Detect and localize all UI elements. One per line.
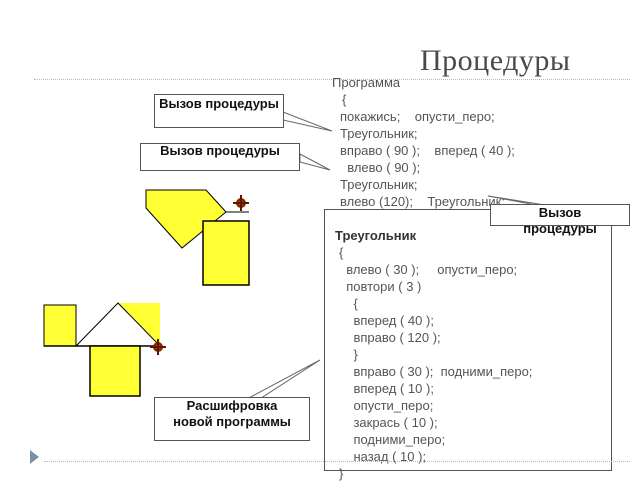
- drawing-bottom: [43, 302, 166, 397]
- square-bottom: [89, 345, 141, 397]
- program-line: Треугольник;: [340, 126, 418, 141]
- square-left: [43, 304, 77, 347]
- subroutine-line: {: [339, 245, 344, 260]
- subroutine-name: Треугольник: [335, 228, 417, 243]
- subroutine-line: подними_перо;: [339, 432, 446, 447]
- subroutine-box: [324, 209, 612, 471]
- program-line: влево (120); Треугольник;: [340, 194, 505, 209]
- subroutine-line: }: [339, 347, 358, 362]
- program-line: влево ( 90 );: [340, 160, 421, 175]
- program-line: {: [342, 92, 347, 107]
- program-line: покажись; опусти_перо;: [340, 109, 495, 124]
- pointer-call2: [299, 153, 331, 171]
- subroutine-line: влево ( 30 ); опусти_перо;: [339, 262, 518, 277]
- slide-nav-arrow-icon[interactable]: [30, 450, 39, 464]
- program-listing: Программа { покажись; опусти_перо; Треуг…: [332, 74, 515, 244]
- subroutine-line: вправо ( 30 ); подними_перо;: [339, 364, 533, 379]
- program-line: Программа: [332, 75, 401, 90]
- bottom-divider: [44, 461, 630, 462]
- subroutine-line: {: [339, 296, 358, 311]
- pointer-call1: [282, 111, 333, 132]
- program-line: Треугольник;: [340, 177, 418, 192]
- program-line: вправо ( 90 ); вперед ( 40 );: [340, 143, 515, 158]
- subroutine-line: вправо ( 120 );: [339, 330, 441, 345]
- subroutine-line: закрась ( 10 );: [339, 415, 438, 430]
- subroutine-line: опусти_перо;: [339, 398, 434, 413]
- slide-title: Процедуры: [420, 44, 571, 77]
- subroutine-line: }: [339, 466, 344, 481]
- turtle-icon: [233, 195, 249, 211]
- callout-procedure-call: Вызов процедуры: [140, 143, 300, 171]
- drawing-top: [145, 189, 250, 286]
- callout-decode-program: Расшифровка новой программы: [154, 397, 310, 441]
- callout-procedure-call: Вызов процедуры: [154, 94, 284, 128]
- title-divider: [34, 79, 630, 80]
- turtle-icon: [150, 339, 166, 355]
- square-top-right: [202, 220, 250, 286]
- pointer-decode: [244, 359, 321, 401]
- callout-procedure-call: Вызов процедуры: [490, 204, 630, 236]
- subroutine-line: повтори ( 3 ): [339, 279, 422, 294]
- subroutine-line: вперед ( 10 );: [339, 381, 434, 396]
- subroutine-line: вперед ( 40 );: [339, 313, 434, 328]
- subroutine-line: назад ( 10 );: [339, 449, 427, 464]
